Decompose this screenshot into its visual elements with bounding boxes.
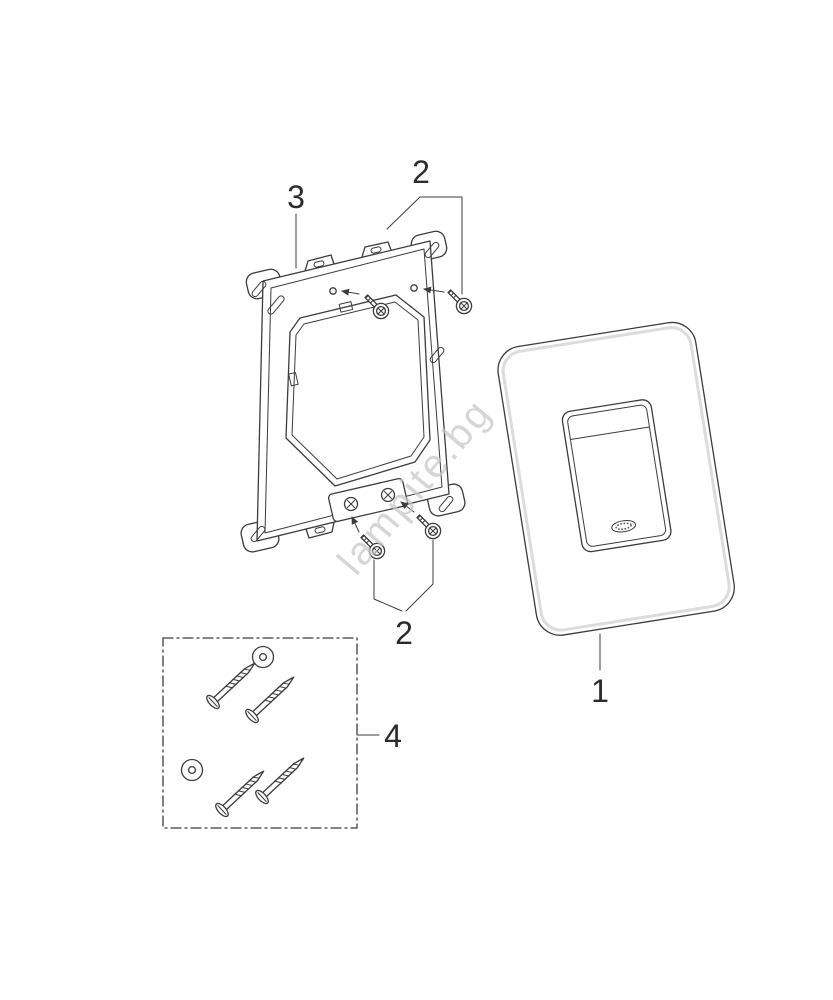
- frame-screw-hole: [329, 287, 337, 295]
- brand-logo: [611, 519, 637, 533]
- part-label-screw-set: 4: [384, 718, 402, 754]
- insert-arrows: [341, 286, 445, 533]
- flush-plate-edge-shade: [501, 326, 731, 632]
- long-screw: [252, 751, 310, 807]
- frame-bottom-boss: [327, 477, 409, 523]
- frame-ear-slots: [250, 241, 454, 543]
- callouts: 2 3 2: [287, 154, 463, 651]
- long-screw: [242, 670, 300, 726]
- frame-tab: [361, 241, 392, 258]
- part-label-plate: 1: [591, 673, 609, 709]
- leader-line-screws-top: [386, 196, 463, 295]
- frame-tab: [304, 254, 335, 272]
- box-outline: [162, 637, 358, 829]
- long-screw: [203, 656, 261, 712]
- screw-bottom-right: [416, 514, 442, 540]
- frame-tab-holes: [313, 246, 382, 534]
- screw-top-right: [447, 289, 473, 315]
- fixing-screws: [341, 286, 473, 560]
- part-label-screws-top: 2: [412, 154, 430, 190]
- frame-cutout: [285, 294, 431, 487]
- washer: [180, 758, 204, 782]
- frame-inner-edge: [264, 248, 443, 534]
- leader-line-screws-bottom: [373, 539, 434, 612]
- mounting-frame: [240, 230, 466, 553]
- part-label-screws-bottom: 2: [395, 615, 413, 651]
- screw-set-box: [162, 637, 358, 829]
- frame-tab: [305, 521, 335, 539]
- frame-screw-hole: [410, 284, 418, 292]
- frame-cutout-lug: [338, 301, 354, 313]
- flush-plate: [497, 321, 735, 636]
- frame-cutout-inner: [291, 301, 425, 480]
- washer: [251, 645, 275, 669]
- flush-plate-body: [497, 321, 735, 636]
- part-label-frame: 3: [287, 179, 305, 215]
- flush-button: [561, 399, 672, 553]
- frame-cutout-lug: [288, 372, 299, 387]
